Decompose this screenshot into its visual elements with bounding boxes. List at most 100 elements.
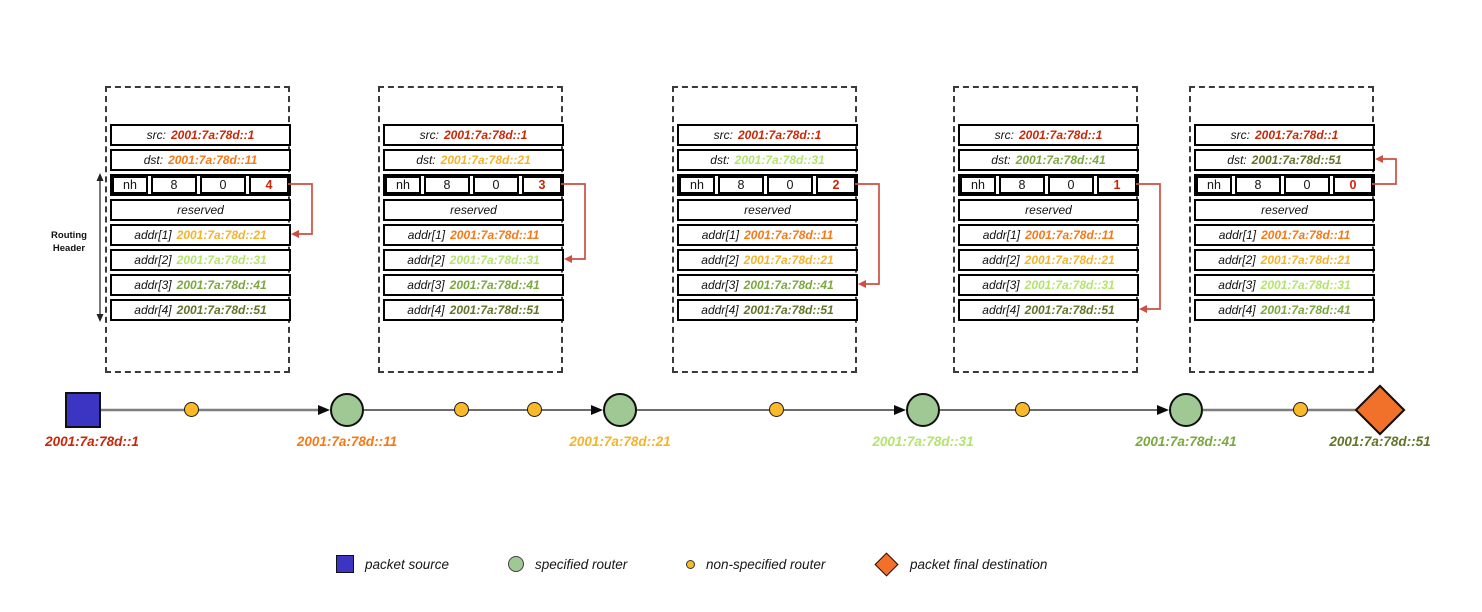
field-value: 2001:7a:78d::51 <box>1251 153 1342 167</box>
segments-left-value: 4 <box>265 178 273 192</box>
addr-row-4: addr[4]2001:7a:78d::51 <box>677 299 858 321</box>
hdr-ext-len-field: 8 <box>424 176 470 194</box>
src-row: src: 2001:7a:78d::1 <box>958 124 1139 146</box>
field-value: 2001:7a:78d::1 <box>1018 128 1103 142</box>
node-address-label: 2001:7a:78d::11 <box>296 434 398 449</box>
field-label: addr[1] <box>701 228 740 242</box>
reserved-row: reserved <box>110 199 291 221</box>
field-value: nh <box>1207 178 1221 192</box>
nh-field: nh <box>1196 176 1232 194</box>
legend-item-source: packet source <box>336 549 449 579</box>
field-value: 2001:7a:78d::51 <box>1024 303 1115 317</box>
dst-row: dst:2001:7a:78d::41 <box>958 149 1139 171</box>
unspecified-marker-icon <box>686 559 695 569</box>
pointer-arrowhead-icon <box>858 280 866 288</box>
routing-type-field: 0 <box>473 176 519 194</box>
router-node <box>603 393 637 427</box>
reserved-row: reserved <box>383 199 564 221</box>
field-label: dst: <box>143 153 164 167</box>
field-label: dst: <box>416 153 436 167</box>
routing-type-field: 0 <box>200 176 246 194</box>
field-value: 0 <box>219 178 227 192</box>
field-value: 2001:7a:78d::41 <box>743 278 834 292</box>
field-value: nh <box>971 178 985 192</box>
field-value: nh <box>123 178 137 192</box>
field-label: src: <box>994 128 1014 142</box>
field-label: addr[3] <box>407 278 445 292</box>
reserved-label: reserved <box>744 203 791 217</box>
field-value: 2001:7a:78d::31 <box>1260 278 1351 292</box>
addr-row-3: addr[3] 2001:7a:78d::31 <box>1194 274 1375 296</box>
field-value: 8 <box>1018 178 1026 192</box>
nh-field: nh <box>960 176 996 194</box>
router-node <box>330 393 364 427</box>
pointer-arrowhead-icon <box>291 230 299 238</box>
next-header-row: nh 8 0 4 <box>110 174 291 196</box>
node-address-label: 2001:7a:78d::21 <box>569 434 671 449</box>
addr-row-4: addr[4]2001:7a:78d::51 <box>958 299 1139 321</box>
pointer-arrowhead-icon <box>1139 305 1147 313</box>
reserved-label: reserved <box>1025 203 1072 217</box>
field-value: 2001:7a:78d::21 <box>440 153 531 167</box>
addr-row-2: addr[2]2001:7a:78d::21 <box>958 249 1139 271</box>
dst-row: dst:2001:7a:78d::11 <box>110 149 291 171</box>
router-marker-icon <box>508 556 524 572</box>
field-value: 8 <box>737 178 745 192</box>
addr-row-3: addr[3]2001:7a:78d::31 <box>958 274 1139 296</box>
dst-row: dst:2001:7a:78d::51 <box>1194 149 1375 171</box>
segments-left-pointer-arrow <box>288 183 313 235</box>
node-address-label: 2001:7a:78d::41 <box>1135 434 1237 449</box>
field-value: 0 <box>786 178 794 192</box>
field-value: 2001:7a:78d::11 <box>744 228 834 242</box>
legend-item-unspecified: non-specified router <box>686 549 825 579</box>
path-arrowhead-icon <box>318 405 330 415</box>
dst-row: dst: 2001:7a:78d::21 <box>383 149 564 171</box>
segments-left-pointer-arrow <box>1372 158 1397 185</box>
field-value: 2001:7a:78d::1 <box>170 128 255 142</box>
field-label: addr[1] <box>407 228 446 242</box>
hdr-ext-len-field: 8 <box>151 176 197 194</box>
addr-row-1: addr[1] 2001:7a:78d::11 <box>677 224 858 246</box>
field-value: 2001:7a:78d::41 <box>449 278 540 292</box>
legend-item-label: packet final destination <box>910 556 1048 572</box>
addr-row-3: addr[3] 2001:7a:78d::41 <box>383 274 564 296</box>
field-value: 8 <box>443 178 451 192</box>
unspecified-router-node <box>769 402 784 417</box>
segments-left-pointer-arrow <box>561 183 586 260</box>
field-value: 2001:7a:78d::1 <box>443 128 528 142</box>
reserved-row: reserved <box>958 199 1139 221</box>
addr-row-2: addr[2]2001:7a:78d::21 <box>677 249 858 271</box>
field-label: addr[4] <box>701 303 739 317</box>
field-label: src: <box>146 128 166 142</box>
field-value: 2001:7a:78d::31 <box>449 253 540 267</box>
addr-row-1: addr[1]2001:7a:78d::21 <box>110 224 291 246</box>
field-value: 8 <box>170 178 178 192</box>
segments-left-value: 2 <box>832 178 840 192</box>
field-label: dst: <box>991 153 1011 167</box>
field-value: 2001:7a:78d::11 <box>450 228 540 242</box>
pointer-arrowhead-icon <box>564 255 572 263</box>
field-label: addr[2] <box>982 253 1020 267</box>
field-value: 0 <box>1303 178 1311 192</box>
arrow-up-icon <box>96 173 104 181</box>
field-label: addr[3] <box>1218 278 1256 292</box>
unspecified-router-node <box>527 402 542 417</box>
node-address-label: 2001:7a:78d::1 <box>45 434 139 449</box>
arrow-down-icon <box>96 314 104 322</box>
unspecified-router-node <box>1293 402 1308 417</box>
source-marker-icon <box>336 555 354 573</box>
routing-type-field: 0 <box>1284 176 1330 194</box>
field-value: nh <box>396 178 410 192</box>
field-value: 2001:7a:78d::1 <box>1254 128 1339 142</box>
routing-header-label: Routing Header <box>51 230 87 254</box>
src-row: src: 2001:7a:78d::1 <box>110 124 291 146</box>
hdr-ext-len-field: 8 <box>1235 176 1281 194</box>
segments-left-field: 4 <box>249 176 289 194</box>
